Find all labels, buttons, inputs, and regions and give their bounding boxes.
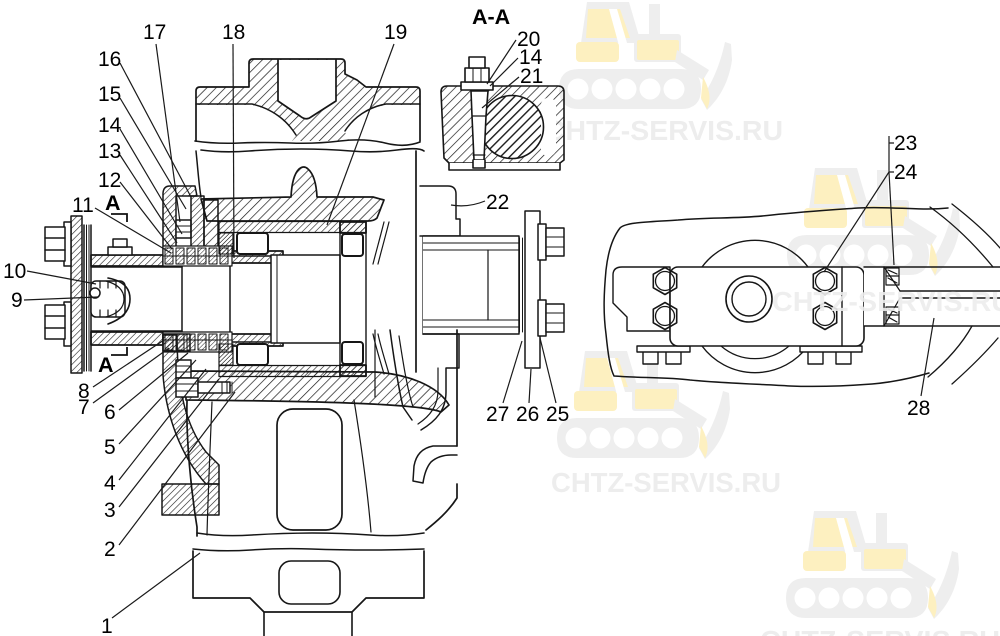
svg-text:6: 6 [104, 401, 116, 424]
svg-text:A: A [105, 191, 121, 215]
svg-text:14: 14 [519, 46, 543, 69]
svg-text:2: 2 [104, 538, 116, 561]
svg-text:11: 11 [72, 194, 94, 217]
svg-text:A-A: A-A [472, 5, 510, 29]
svg-text:24: 24 [894, 161, 918, 184]
svg-text:10: 10 [3, 260, 26, 283]
svg-text:23: 23 [894, 132, 917, 155]
svg-text:26: 26 [516, 403, 539, 426]
svg-text:21: 21 [520, 65, 543, 88]
svg-text:19: 19 [384, 21, 407, 44]
svg-text:27: 27 [486, 403, 509, 426]
svg-text:CHTZ-SERVIS.RU: CHTZ-SERVIS.RU [551, 467, 781, 498]
svg-text:16: 16 [98, 48, 121, 71]
svg-text:CHTZ-SERVIS.RU: CHTZ-SERVIS.RU [545, 115, 783, 146]
svg-text:5: 5 [104, 436, 116, 459]
svg-text:12: 12 [98, 169, 121, 192]
svg-text:18: 18 [222, 21, 245, 44]
svg-text:28: 28 [907, 397, 930, 420]
svg-text:CHTZ-SERVIS.RU: CHTZ-SERVIS.RU [772, 286, 1000, 317]
svg-text:25: 25 [546, 403, 569, 426]
svg-text:20: 20 [517, 28, 540, 51]
svg-text:A: A [98, 353, 114, 377]
svg-text:4: 4 [104, 472, 116, 495]
svg-text:1: 1 [101, 615, 113, 636]
svg-text:9: 9 [11, 289, 23, 312]
svg-text:CHTZ-SERVIS.RU: CHTZ-SERVIS.RU [760, 625, 1000, 636]
svg-text:3: 3 [104, 499, 116, 522]
svg-text:13: 13 [98, 140, 121, 163]
svg-text:7: 7 [78, 396, 90, 419]
svg-text:17: 17 [143, 21, 166, 44]
svg-text:8: 8 [78, 380, 90, 403]
svg-text:14: 14 [98, 114, 122, 137]
svg-text:15: 15 [98, 83, 121, 106]
svg-text:22: 22 [486, 191, 509, 214]
